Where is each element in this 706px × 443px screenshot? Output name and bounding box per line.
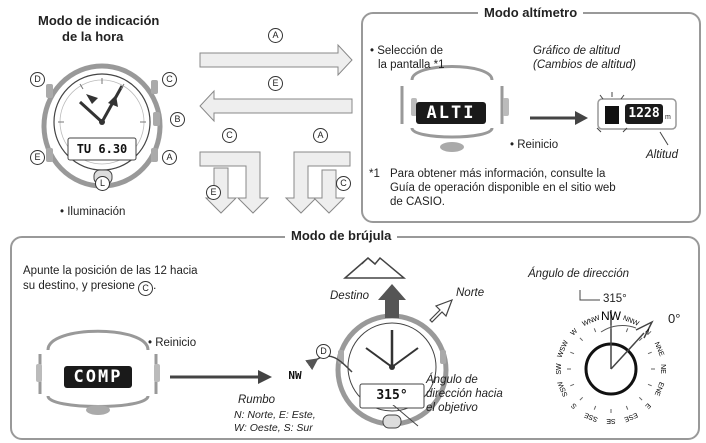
rose-label-sse: SSE [583,411,599,423]
altitude-graph-line1: Gráfico de altitud [533,45,620,57]
altitude-value: 1228 [625,104,663,124]
north-label: Norte [456,287,485,299]
button-l: L [95,176,110,191]
timekeeping-title-line1: Modo de indicación [38,13,160,28]
altitude-unit: m [665,114,671,121]
button-a: A [162,150,177,165]
rose-tick [638,396,643,401]
mode-arrows-bent-right [284,151,351,214]
footnote-line2: Guía de operación disponible en el sitio… [390,182,616,194]
footnote-line3: de CASIO. [390,196,445,208]
altimeter-reset-label: • Reinicio [510,139,559,151]
screen-select-line2: la pantalla *1 [378,59,445,71]
rose-label-e: E [643,401,651,409]
altimeter-mode-title: Modo altímetro [478,5,584,21]
footnote-mark: *1 [369,168,380,180]
mode-arrows-top [199,43,353,123]
rose-tick [638,337,643,342]
rose-label-n: N [643,328,652,337]
rose-tick [570,351,575,355]
rose-label-ese: ESE [623,411,639,423]
compass-watch [36,329,160,415]
compass-rose [579,290,654,396]
rose-tick [647,383,652,387]
button-d-compass: D [316,344,331,359]
direction-angle-label: Ángulo de dirección [528,268,630,280]
direction-angle-value: 315° [603,293,627,305]
altimeter-lcd: ALTI [416,102,486,124]
button-c: C [162,72,177,87]
rose-tick [593,405,597,410]
instruction-button-c: C [138,281,154,296]
button-d: D [30,72,45,87]
rose-label-nw: NW [601,309,622,323]
compass-instruction-line1: Apunte la posición de las 12 hacia [23,265,198,277]
compass-instruction-line2: su destino, y presione C. [23,279,156,296]
zero-degree-label: 0° [668,311,681,326]
arrow-label-c-left: C [222,128,237,143]
altitude-label: Altitud [646,149,678,161]
timekeeping-watch [41,63,163,189]
rose-label-sw: SW [556,363,563,375]
altitude-graph-line2: (Cambios de altitud) [533,59,636,71]
button-e: E [30,150,45,165]
compass-arrow [170,370,272,384]
target-angle-line2: dirección hacia [426,388,503,400]
rumbo-label: Rumbo [238,394,276,406]
compass-lcd: COMP [64,366,132,388]
target-angle-line1: Ángulo de [426,374,478,386]
illumination-label: • Iluminación [60,206,126,218]
destination-label: Destino [330,290,369,302]
rose-label-s: S [570,401,578,409]
mode-arrows-bent-left [199,151,270,214]
timekeeping-lcd: TU 6.30 [74,142,130,156]
rose-label-w: W [570,327,580,337]
target-angle-line3: el objetivo [426,402,478,414]
arrow-label-a-right: A [313,128,328,143]
heading-glyph: NW [283,368,307,384]
arrow-label-a-top: A [268,28,283,43]
rose-tick [625,328,629,333]
rose-tick [570,383,575,387]
screen-select-line1: • Selección de [370,45,444,57]
destination-arrow [342,256,407,318]
arrow-label-e-top: E [268,76,283,91]
footnote-line1: Para obtener más información, consulte l… [390,168,606,180]
rose-label-ne: NE [659,364,666,374]
compass-mode-title: Modo de brújula [285,228,398,244]
north-arrow [429,298,454,323]
compass-reset-label: • Reinicio [148,337,197,349]
rose-tick [625,405,629,410]
legend-line1: N: Norte, E: Este, [234,409,316,421]
rose-label-se: SE [606,417,616,424]
rose-tick [647,351,652,355]
altimeter-watch [400,65,509,152]
rose-tick [579,337,584,342]
legend-line2: W: Oeste, S: Sur [234,422,313,434]
arrow-label-e-left: E [206,185,221,200]
button-b: B [170,112,185,127]
rose-tick [579,396,584,401]
rose-tick [593,328,597,333]
altimeter-arrow [530,111,588,125]
arrow-label-c-right: C [336,176,351,191]
compass-watch-lcd: 315° [366,387,418,405]
timekeeping-title-line2: de la hora [62,29,124,44]
